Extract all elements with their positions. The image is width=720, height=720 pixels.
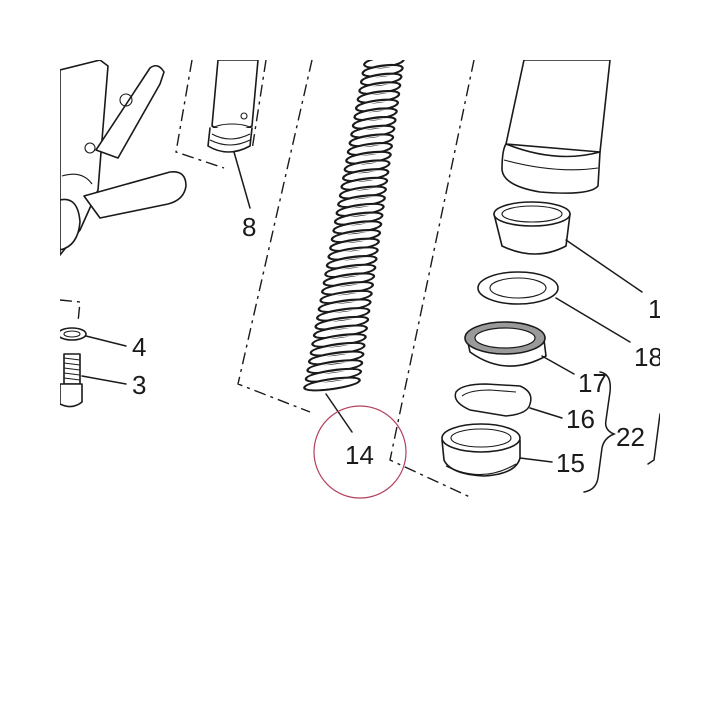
leader-18 [555,297,631,343]
callout-label-18: 18 [634,342,660,372]
part-4-washer [60,327,87,341]
leader-3 [81,375,127,385]
highlight-circle [313,405,407,499]
spring-coil-highlight [305,378,359,390]
group-brace-22 [583,371,617,493]
assembly-guide-spring-left [237,60,313,413]
callout-label-14: 14 [345,440,374,470]
part-3-screw [60,353,83,408]
assembly-guide-8b [251,60,267,151]
part-1-bushing [493,201,571,255]
part-16-clip [454,383,532,417]
leader-15 [519,457,553,463]
assembly-guide-8 [175,60,225,169]
callout-label-8: 8 [242,212,256,242]
part-15-dust-seal [441,423,521,477]
part-8-tube [207,60,259,153]
fork-outer-tube [501,60,611,194]
diagram-svg: 8 4 3 14 [60,60,660,499]
part-17-seal [464,321,547,367]
callout-label-15: 15 [556,448,585,478]
leader-17 [541,355,575,375]
exploded-parts-diagram: 8 4 3 14 [60,60,660,500]
leader-1 [565,239,643,293]
callout-label-3: 3 [132,370,146,400]
leader-4 [85,335,127,347]
callout-label-1: 1 [648,294,660,324]
leader-8 [233,151,251,209]
spring-coil [303,376,361,392]
leader-16 [529,407,563,419]
fork-leg-bracket [60,60,187,256]
group-brace-right [647,413,660,465]
callout-label-4: 4 [132,332,146,362]
callout-label-22: 22 [616,422,645,452]
assembly-guide-4 [60,299,81,323]
callout-label-16: 16 [566,404,595,434]
leader-14 [325,393,353,433]
part-14-spring [303,60,405,392]
part-18-washer [477,271,559,305]
assembly-guide-spring-right [389,60,475,499]
